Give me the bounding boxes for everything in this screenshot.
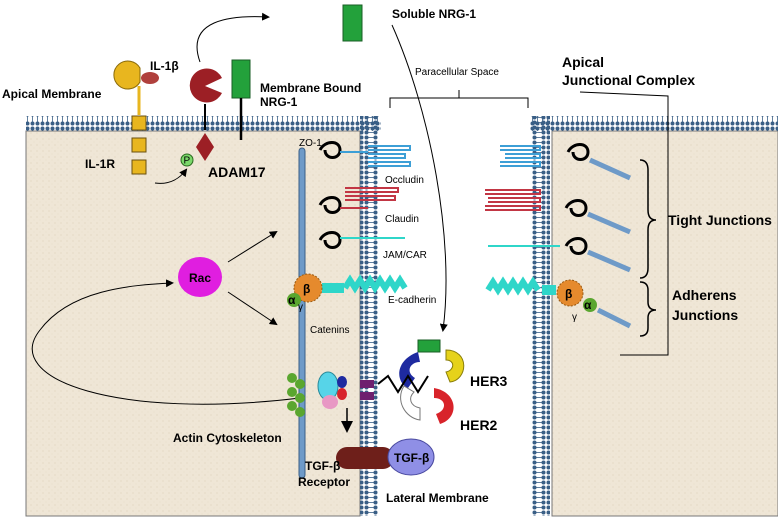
her3-label: HER3 — [470, 373, 508, 389]
paracellular-label: Paracellular Space — [415, 67, 499, 78]
tight-junctions-label: Tight Junctions — [668, 212, 772, 228]
jam-left — [318, 231, 405, 249]
adam17-label: ADAM17 — [208, 164, 266, 180]
phospho-label: P — [184, 156, 191, 167]
gamma-label-left: γ — [298, 302, 303, 313]
soluble-to-her-arrow — [391, 24, 448, 332]
zo1-rod — [298, 147, 306, 479]
ecadherin-left — [322, 274, 408, 294]
occludin-left — [318, 141, 411, 167]
il1b-shape — [141, 72, 159, 84]
adherens-label-1: Adherens — [672, 287, 737, 303]
actin-complex — [287, 371, 374, 417]
occludin-right — [500, 143, 632, 181]
tight-junctions-brace — [639, 159, 657, 279]
occludin-label: Occludin — [385, 175, 424, 186]
jam-car-label: JAM/CAR — [383, 250, 427, 261]
rac-label: Rac — [189, 271, 211, 285]
rac-arrow-down — [227, 291, 278, 326]
tgfb-receptor-label-2: Receptor — [298, 475, 350, 489]
cleavage-arrow — [196, 12, 270, 63]
adam17-diamond — [196, 133, 214, 161]
beta-catenin-right — [556, 279, 584, 307]
alpha-catenin-right — [583, 298, 597, 312]
apical-junctional-label-2: Junctional Complex — [562, 72, 695, 88]
e-cadherin-label: E-cadherin — [388, 295, 436, 306]
adam17-head — [189, 68, 222, 103]
lateral-membrane-label: Lateral Membrane — [386, 491, 489, 505]
apical-junctional-bracket — [579, 91, 669, 356]
feedback-arrow — [31, 279, 301, 405]
il1b-label: IL-1β — [150, 59, 179, 73]
soluble-nrg1-shape — [342, 4, 363, 42]
beta-label-left: β — [303, 282, 310, 296]
il1r-domain — [131, 159, 147, 175]
phospho-circle — [180, 153, 194, 167]
apical-junctional-label-1: Apical — [562, 54, 604, 70]
alpha-catenin-left — [287, 293, 301, 307]
alpha-label-right: α — [584, 298, 592, 312]
her2-label: HER2 — [460, 417, 498, 433]
beta-catenin-left — [293, 273, 323, 303]
il1r-label: IL-1R — [85, 157, 115, 171]
soluble-nrg1-label: Soluble NRG-1 — [392, 7, 476, 21]
gamma-label-right: γ — [572, 312, 577, 323]
il1r-head — [113, 60, 141, 90]
paracellular-bracket — [389, 90, 529, 108]
beta-label-right: β — [565, 287, 572, 301]
ecadherin-right — [485, 276, 556, 296]
apical-membrane-left — [26, 116, 381, 131]
claudin-label: Claudin — [385, 214, 419, 225]
apical-membrane-label: Apical Membrane — [2, 87, 102, 101]
adherens-brace — [639, 281, 657, 337]
zo1-label: ZO-1 — [299, 138, 322, 149]
lateral-membrane-right — [532, 116, 550, 516]
her-dimer — [377, 339, 465, 424]
claudin-right — [485, 189, 631, 235]
rac-shape — [178, 257, 222, 297]
lateral-membrane-left — [360, 116, 378, 516]
il1r-to-adam-arrow — [154, 168, 188, 184]
membrane-bound-label-1: Membrane Bound — [260, 81, 361, 95]
tgfb-label: TGF-β — [394, 451, 429, 465]
il1r-domain — [131, 115, 147, 131]
claudin-left — [318, 187, 399, 214]
membrane-bound-label-2: NRG-1 — [260, 95, 298, 109]
apical-membrane-right — [530, 116, 778, 131]
actin-label: Actin Cytoskeleton — [173, 431, 282, 445]
rac-arrow-up — [227, 230, 278, 263]
membrane-nrg1-shape — [231, 59, 251, 99]
il1r-domain — [131, 137, 147, 153]
alpha-label-left: α — [288, 293, 296, 307]
tgfb-shape — [387, 438, 435, 476]
catenins-label: Catenins — [310, 325, 349, 336]
adherens-label-2: Junctions — [672, 307, 738, 323]
tgfb-receptor-label-1: TGF-β — [305, 459, 340, 473]
tgfb-receptor-shape — [336, 447, 394, 469]
jam-right — [488, 237, 631, 273]
right-cell — [551, 130, 778, 517]
